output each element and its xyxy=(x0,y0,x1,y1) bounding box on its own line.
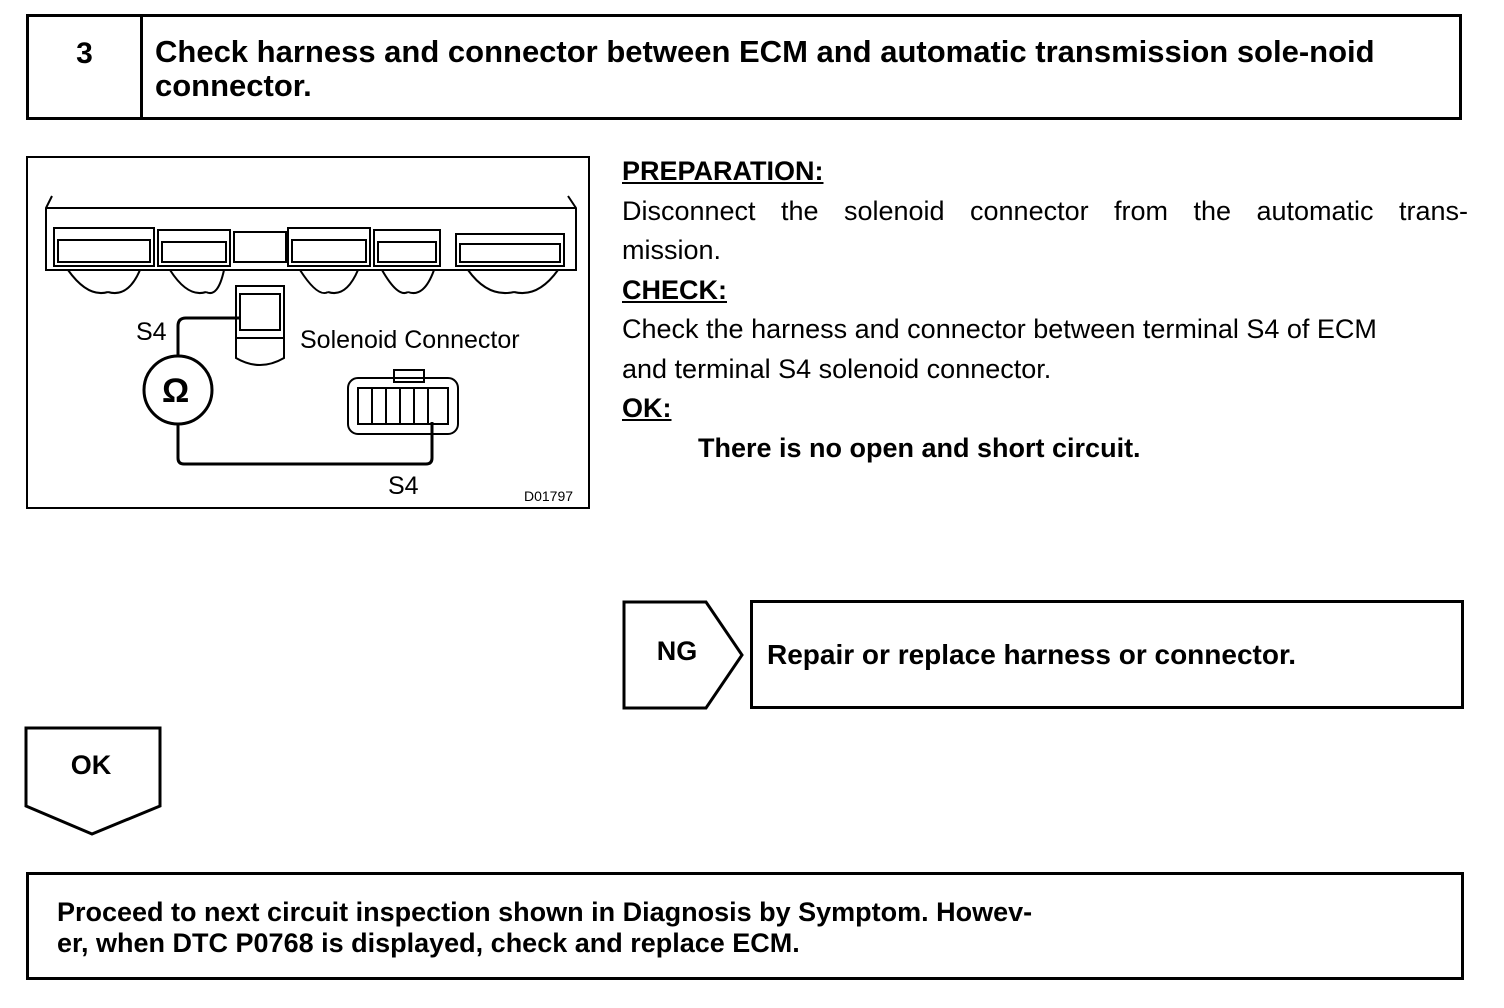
ok-label: OK xyxy=(70,750,112,780)
figure-code: D01797 xyxy=(524,488,574,504)
ok-arrow-tag xyxy=(24,726,162,836)
step-title: Check harness and connector between ECM … xyxy=(155,34,1375,103)
ng-action-text: Repair or replace harness or connector. xyxy=(767,639,1297,670)
check-line-2: and terminal S4 solenoid connector. xyxy=(622,353,1052,384)
label-solenoid-connector: Solenoid Connector xyxy=(300,326,520,354)
instructions: PREPARATION: Disconnect the solenoid con… xyxy=(622,152,1468,468)
check-line-1: Check the harness and connector between … xyxy=(622,314,1377,344)
preparation-line-1: Disconnect the solenoid connector from t… xyxy=(622,195,1468,226)
ohm-symbol: Ω xyxy=(162,372,190,410)
ecm-connector-diagram xyxy=(45,195,577,466)
preparation-line-2: mission. xyxy=(622,235,722,265)
ok-condition: There is no open and short circuit. xyxy=(698,432,1141,463)
ok-heading: OK: xyxy=(622,393,672,423)
ng-arrow-tag xyxy=(622,600,744,710)
step-header: 3 Check harness and connector between EC… xyxy=(26,14,1462,120)
final-line-2: er, when DTC P0768 is displayed, check a… xyxy=(57,928,800,958)
final-line-1: Proceed to next circuit inspection shown… xyxy=(57,897,1033,927)
ng-label: NG xyxy=(656,636,698,666)
ng-action-box: Repair or replace harness or connector. xyxy=(750,600,1464,709)
final-instruction-box: Proceed to next circuit inspection shown… xyxy=(26,872,1464,980)
label-s4-ecm: S4 xyxy=(136,318,167,346)
final-instruction-text: Proceed to next circuit inspection shown… xyxy=(57,897,1177,959)
check-heading: CHECK: xyxy=(622,274,727,305)
label-s4-solenoid: S4 xyxy=(388,472,419,500)
step-number: 3 xyxy=(29,17,143,117)
preparation-heading: PREPARATION: xyxy=(622,156,824,186)
wiring-figure: Ω S4 Solenoid Connector S4 D01797 xyxy=(26,156,590,509)
